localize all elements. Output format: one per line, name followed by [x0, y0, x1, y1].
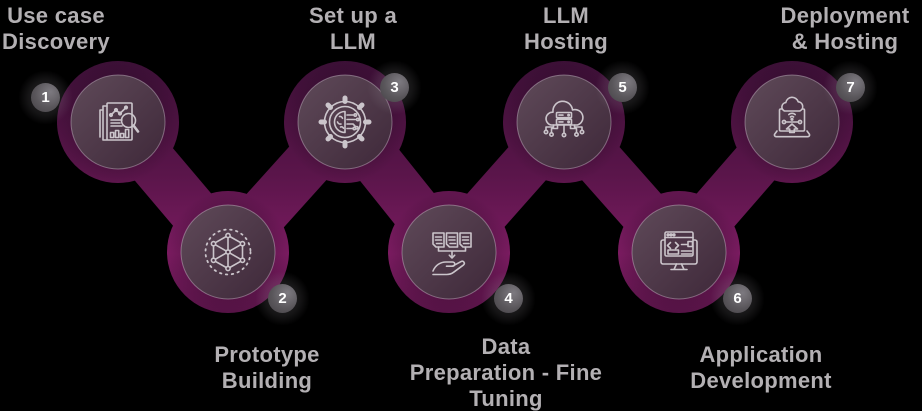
step-number-badge: 2	[255, 271, 310, 326]
laptop-cloud-upload-icon	[773, 96, 811, 138]
step-number-badge: 1	[18, 70, 73, 125]
monitor-code-icon	[660, 231, 698, 271]
step-label-set-up-a-llm: Set up a LLM	[309, 3, 397, 54]
step-label-use-case-discovery: Use case Discovery	[2, 3, 110, 54]
step-number-badge: 7	[823, 60, 878, 115]
gear-brain-icon	[318, 95, 372, 149]
documents-hand-icon	[432, 232, 472, 276]
step-label-llm-hosting: LLM Hosting	[524, 3, 608, 54]
cloud-server-icon	[543, 100, 585, 138]
step-number-badge: 3	[367, 60, 422, 115]
step-number-badge: 6	[710, 271, 765, 326]
step-label-deployment-hosting: Deployment & Hosting	[780, 3, 910, 54]
step-label-data-preparation-fine-tuning: Data Preparation - Fine Tuning	[409, 334, 603, 411]
step-number-badge: 5	[595, 60, 650, 115]
step-label-application-development: Application Development	[690, 342, 832, 393]
report-analysis-icon	[99, 102, 140, 141]
step-number-badge: 4	[481, 271, 536, 326]
step-label-prototype-building: Prototype Building	[214, 342, 320, 393]
cube-network-icon	[204, 228, 252, 276]
